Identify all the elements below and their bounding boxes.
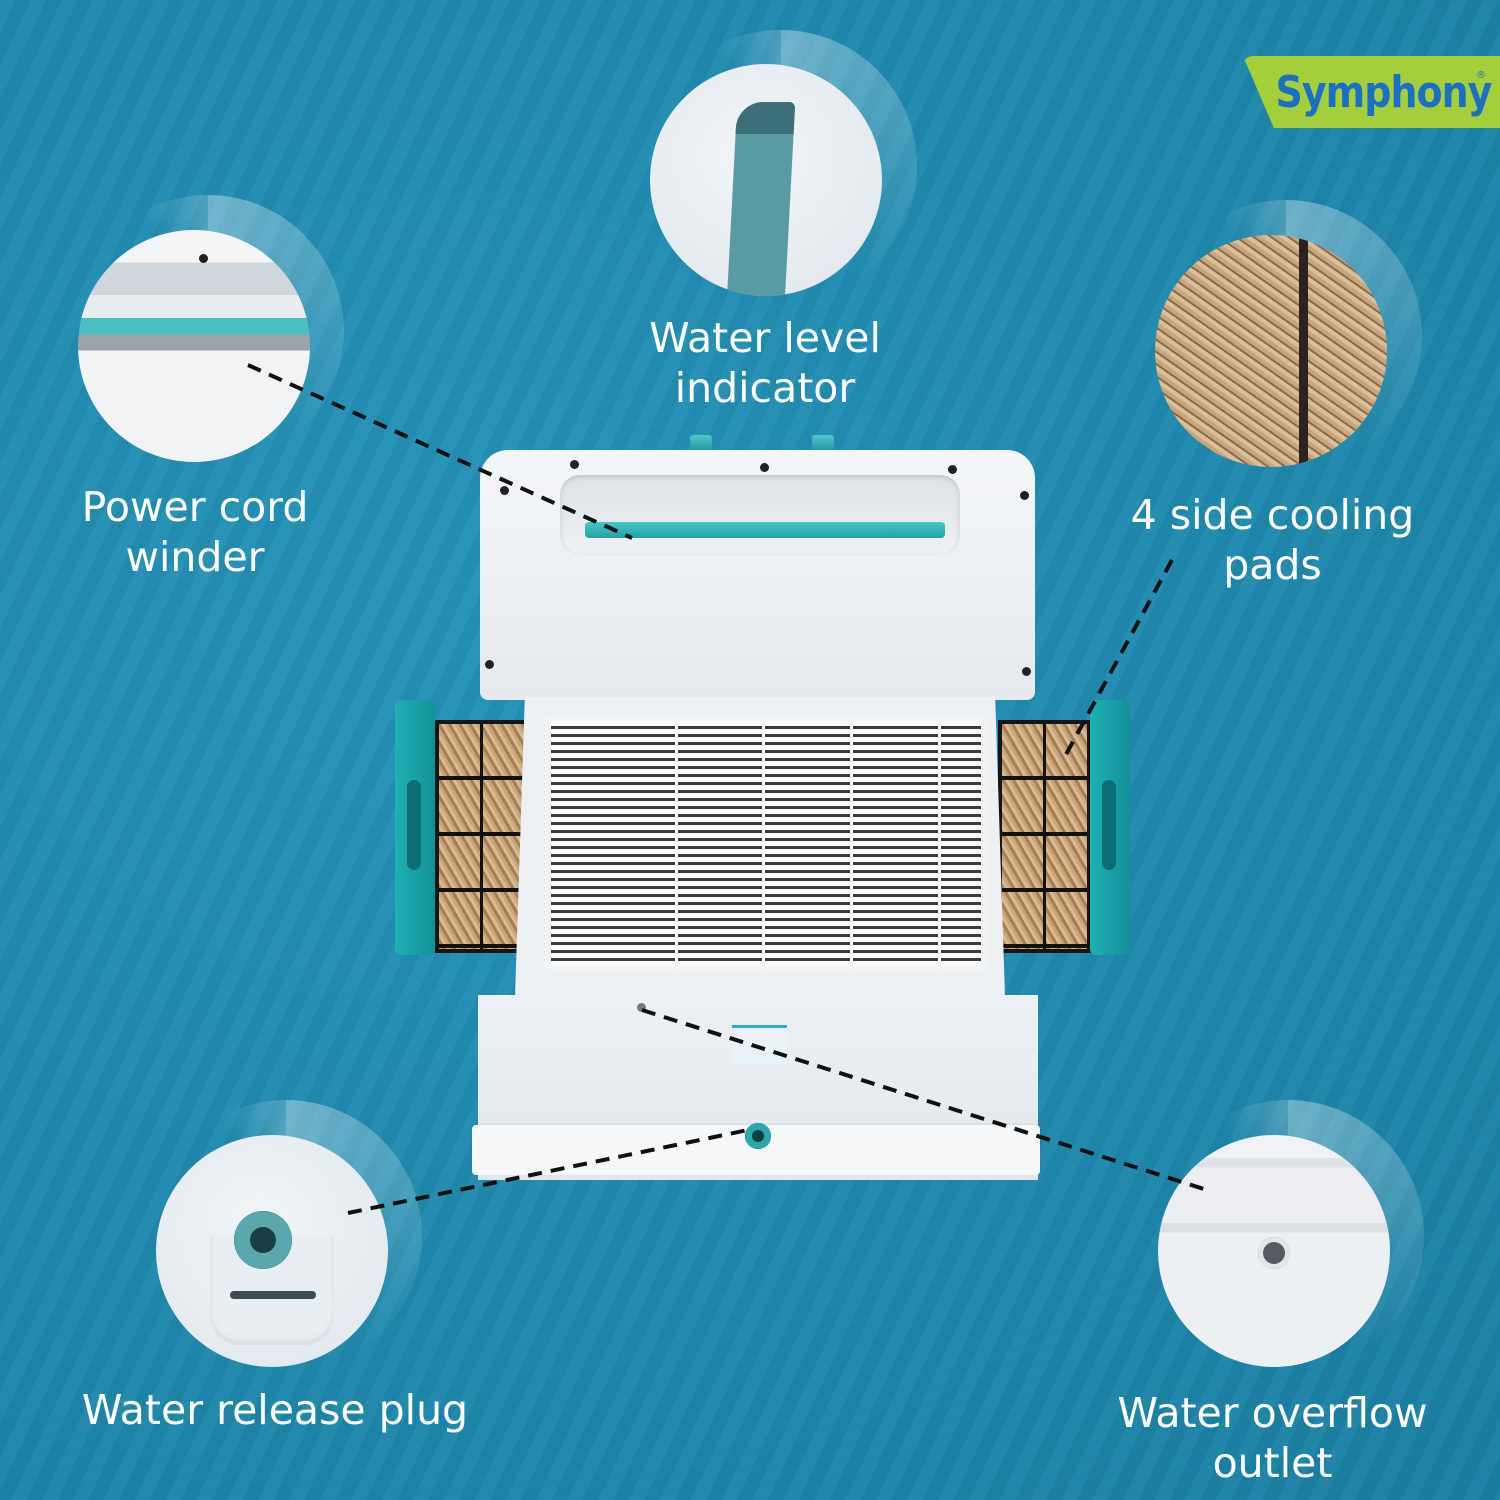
air-grille <box>545 715 987 972</box>
registered-mark: ® <box>1476 70 1486 81</box>
outlet-hole-icon <box>1258 1237 1290 1269</box>
water-level-detail-image <box>650 64 882 296</box>
feature-label: Water release plug <box>81 1386 469 1434</box>
cooling-pad-detail-image <box>1155 235 1387 467</box>
water-release-detail-image <box>156 1135 388 1367</box>
overflow-outlet-point <box>637 1003 646 1012</box>
brand-name: Symphony <box>1275 66 1493 118</box>
power-cord-detail-image <box>78 230 310 462</box>
air-cooler-product-image <box>390 435 1140 1180</box>
overflow-outlet-detail-image <box>1158 1135 1390 1367</box>
water-gauge-window <box>726 102 796 296</box>
cord-winder-handle <box>585 522 945 538</box>
water-release-plug-point <box>745 1123 771 1149</box>
side-door-right <box>1090 700 1130 955</box>
side-door-left <box>395 700 435 955</box>
feature-label: 4 side cooling pads <box>1130 491 1415 589</box>
cooling-pad-right <box>998 720 1091 953</box>
brand-logo: Symphony ® <box>1243 56 1500 128</box>
spec-label-sticker <box>732 1025 787 1064</box>
cooling-pad-left <box>435 720 528 953</box>
feature-label: Water overflow outlet <box>1117 1389 1428 1487</box>
plug-icon <box>234 1211 292 1269</box>
feature-label: Power cord winder <box>81 483 309 581</box>
feature-label: Water level indicator <box>649 314 881 412</box>
cooler-top-panel <box>480 450 1035 700</box>
